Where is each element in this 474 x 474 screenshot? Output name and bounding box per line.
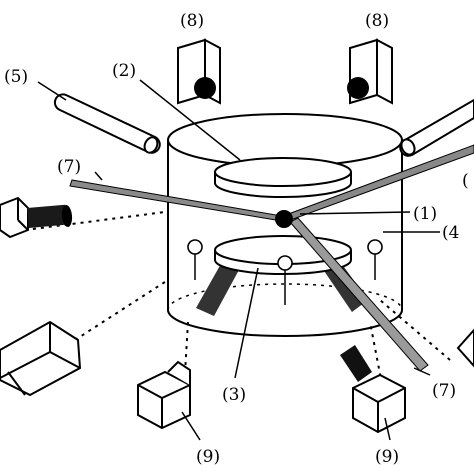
camera-8-right xyxy=(347,38,393,105)
label-5: (5) xyxy=(4,67,28,87)
label-7-right: (7) xyxy=(432,381,456,401)
label-8-left: (8) xyxy=(180,11,204,31)
label-2: (2) xyxy=(112,61,136,81)
camera-lower-left xyxy=(0,320,82,397)
label-7-left: (7) xyxy=(57,157,81,177)
camera-8-left xyxy=(177,38,221,105)
camera-9-right xyxy=(340,345,406,434)
label-8-right: (8) xyxy=(365,11,389,31)
temperature-probes xyxy=(187,239,383,305)
laser-rods xyxy=(69,144,474,372)
leader-lines xyxy=(37,79,440,441)
camera-9-left xyxy=(137,360,191,430)
label-4: (4 xyxy=(442,223,459,243)
beam-lines xyxy=(24,211,451,401)
upper-plate xyxy=(214,157,352,198)
label-9-right: (9) xyxy=(375,447,399,467)
label-6: ( xyxy=(462,171,469,191)
droplet xyxy=(275,210,293,228)
rod-5 xyxy=(53,93,161,154)
labels: (1) (2) (3) (4 (5) ( (7) (7) (8) (8) (9)… xyxy=(4,11,469,467)
camera-right-edge xyxy=(456,328,474,368)
label-1: (1) xyxy=(413,204,437,224)
label-3: (3) xyxy=(222,385,246,405)
laser-head-left xyxy=(0,196,73,239)
label-9-left: (9) xyxy=(196,447,220,467)
rod-6 xyxy=(399,98,474,157)
